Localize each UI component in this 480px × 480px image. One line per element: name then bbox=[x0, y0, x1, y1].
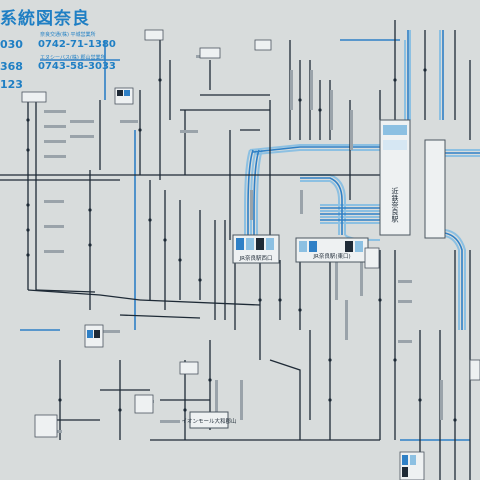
phone-number-1: 0742-71-1380 bbox=[38, 39, 116, 50]
company-name-1: 奈良交通(株) 平城営業所 bbox=[40, 32, 96, 38]
phone-partial-3: 123 bbox=[0, 78, 23, 91]
station-label-jr-nara-west: JR奈良駅西口 bbox=[239, 254, 273, 262]
stop-box-small bbox=[21, 29, 480, 480]
station-label-izumi-mall: イオンモール大和郡山 bbox=[181, 417, 236, 425]
phone-partial-1: 030 bbox=[0, 38, 23, 51]
stop-markers bbox=[26, 68, 457, 422]
station-box-kintetsu-right bbox=[424, 139, 446, 239]
phone-partial-2: 368 bbox=[0, 60, 23, 73]
stop-box-fills bbox=[87, 90, 416, 477]
map-title: 系統図奈良 bbox=[0, 9, 90, 29]
station-box-izumi-mall[interactable]: イオンモール大和郡山 bbox=[181, 411, 237, 429]
station-box-jr-nara-west[interactable]: JR奈良駅西口 bbox=[232, 234, 280, 264]
phone-number-2: 0743-58-3033 bbox=[38, 61, 116, 72]
station-label-kintetsu-nara: 近鉄奈良駅 bbox=[391, 187, 399, 224]
station-label-jr-nara-east: JR奈良駅(東口) bbox=[312, 252, 350, 260]
station-box-jr-nara-east[interactable]: JR奈良駅(東口) bbox=[295, 237, 369, 263]
station-box-kintetsu-nara[interactable]: 近鉄奈良駅 bbox=[379, 119, 411, 236]
route-bundle-blue bbox=[20, 30, 480, 441]
company-name-2: エヌシーバス(株) 郡山営業所 bbox=[40, 55, 106, 61]
